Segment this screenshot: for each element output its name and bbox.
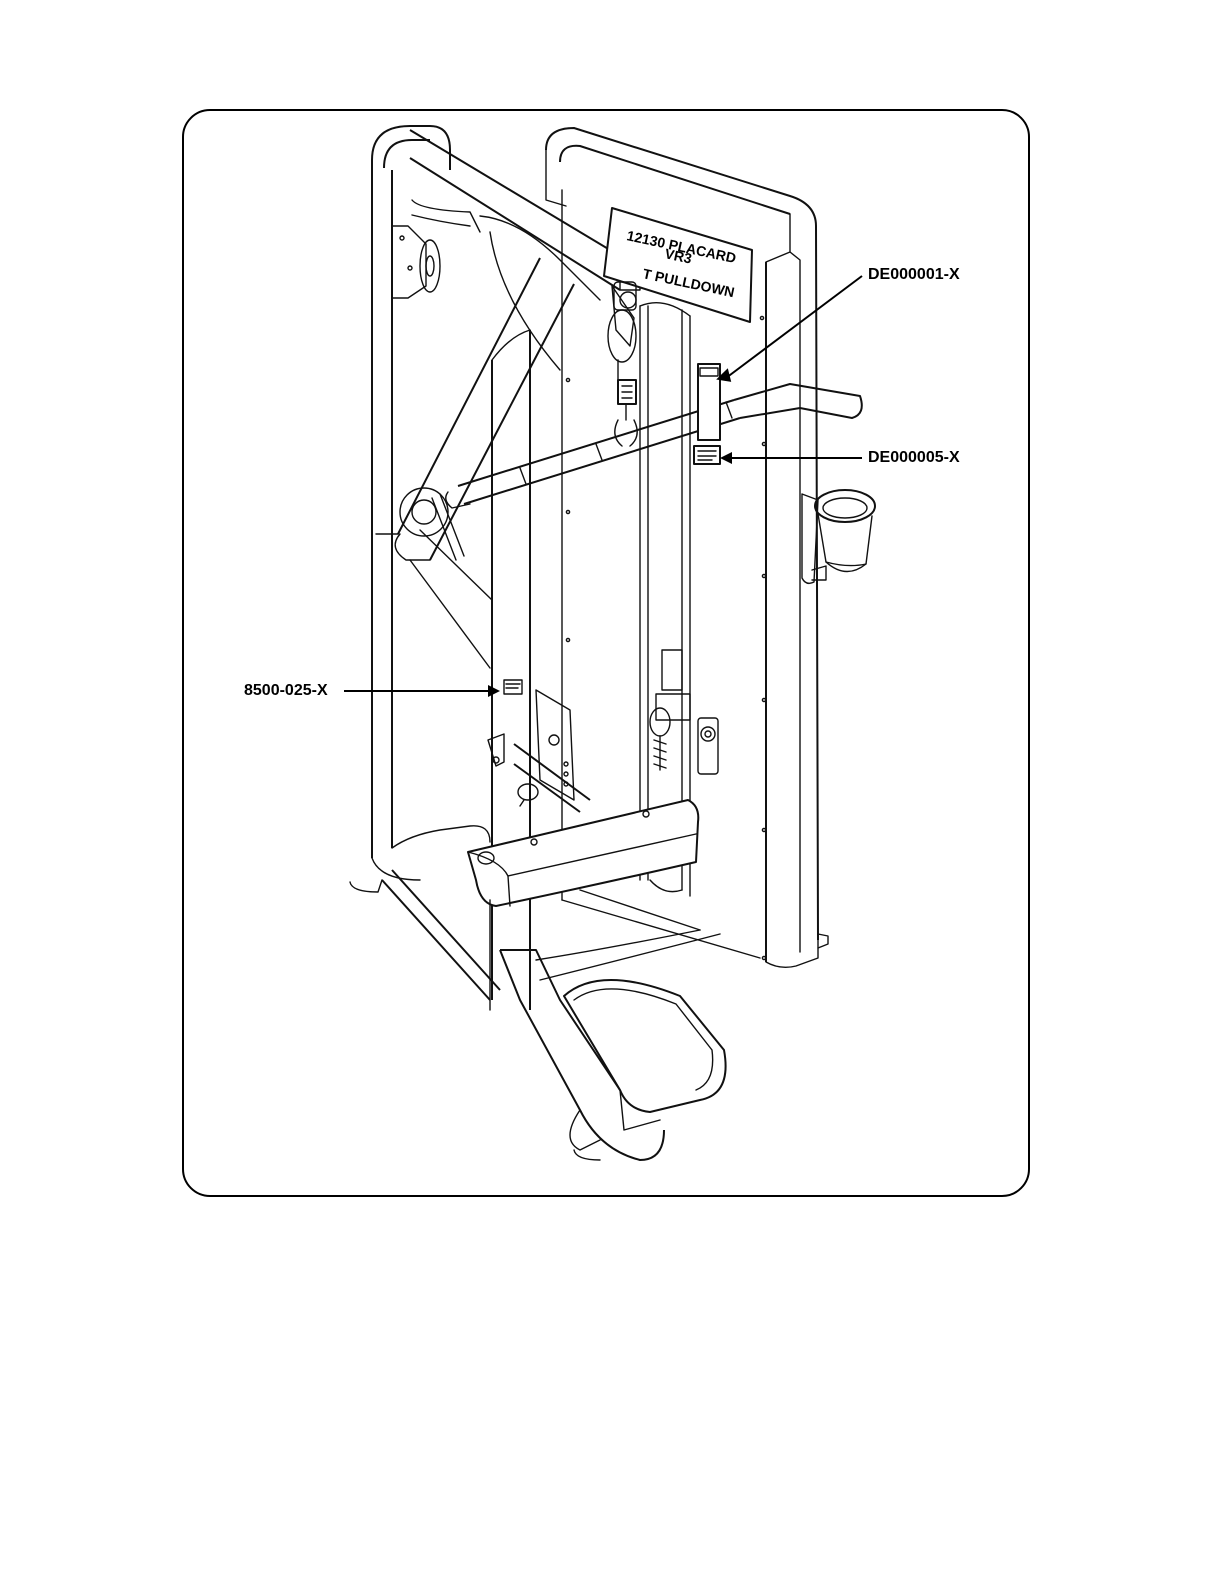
lat-pulldown-bar <box>432 384 862 560</box>
decal-de000001 <box>698 364 720 440</box>
callout-label-de000005: DE000005-X <box>868 449 960 467</box>
thigh-pad-arm <box>488 690 590 812</box>
callout-label-8500-025: 8500-025-X <box>244 682 328 700</box>
diagonal-beam <box>376 258 574 668</box>
cup-holder <box>802 490 875 583</box>
weight-selector <box>650 650 718 774</box>
callout-label-de000001: DE000001-X <box>868 266 960 284</box>
placard: 12130 PLACARD VR3 T PULLDOWN <box>604 208 752 322</box>
left-pulley <box>392 226 440 298</box>
decal-de000005 <box>694 446 720 464</box>
top-lever-arm <box>410 130 640 370</box>
left-frame <box>350 126 490 892</box>
seat-base <box>382 870 726 1160</box>
